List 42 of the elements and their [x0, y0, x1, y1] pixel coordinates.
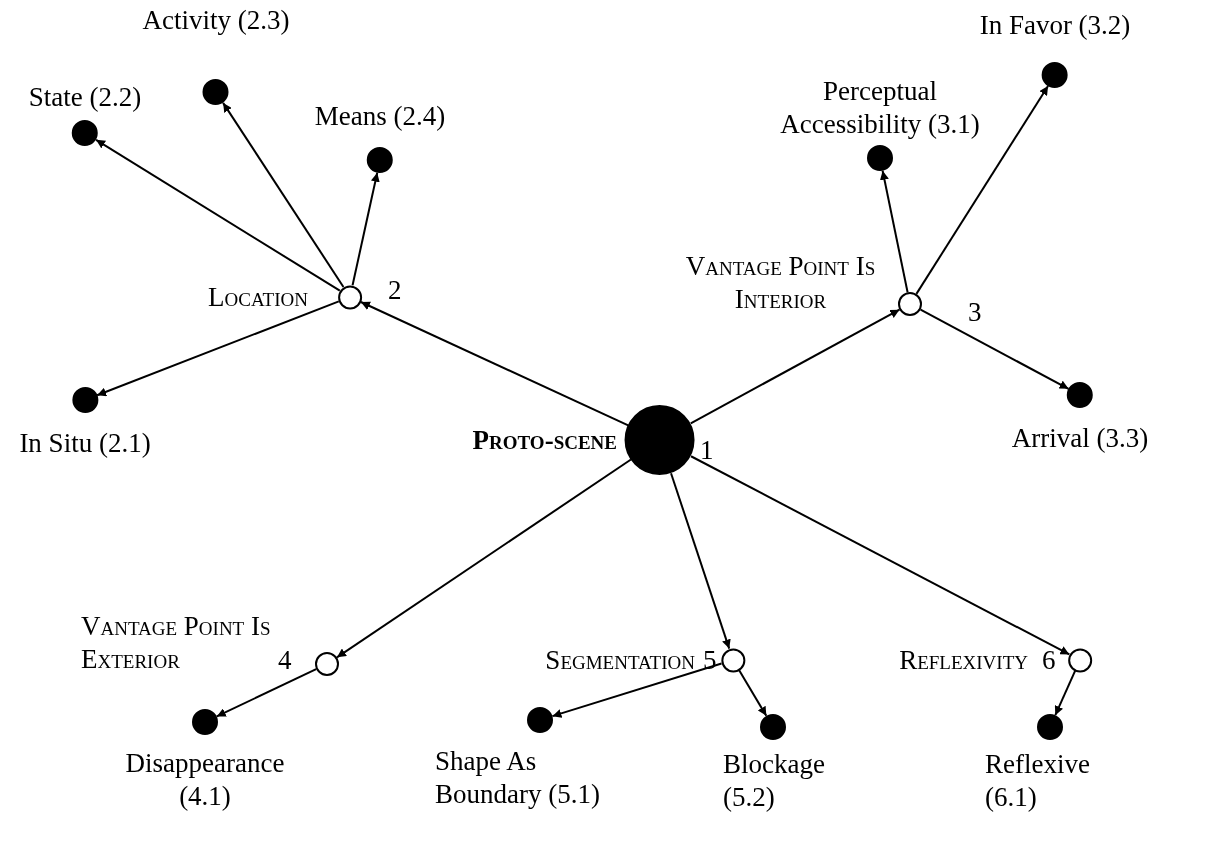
node-label: Shape As Boundary (5.1): [435, 745, 601, 811]
sense-number: 3: [968, 295, 982, 329]
node-label: Blockage (5.2): [723, 748, 823, 814]
arrow: [689, 308, 901, 425]
arrow: [335, 458, 632, 659]
sense-node: [723, 714, 823, 814]
node-label: Proto-scene: [472, 423, 617, 457]
node-label: Perceptual Accessibility (3.1): [779, 75, 981, 141]
arrow: [351, 171, 380, 287]
node-label: Reflexivity: [899, 643, 1028, 677]
node-label: Arrival (3.3): [1011, 422, 1149, 455]
node-label: In Favor (3.2): [979, 9, 1131, 42]
node-label: Activity (2.3): [142, 4, 290, 37]
node-label: In Situ (2.1): [19, 427, 151, 460]
arrow: [1054, 669, 1077, 717]
sense-number: 6: [1042, 643, 1056, 677]
node-label: Disappearance (4.1): [124, 747, 286, 813]
sense-node: [1011, 382, 1149, 455]
arrow: [215, 668, 318, 718]
node-label: Segmentation: [545, 643, 695, 677]
arrow: [738, 669, 768, 717]
sense-node: [19, 387, 151, 460]
node-label: Vantage Point Is Exterior: [81, 610, 271, 676]
sense-node: [472, 405, 695, 475]
node-label: Vantage Point Is Interior: [684, 250, 877, 316]
sense-number: 2: [388, 273, 402, 307]
node-label: Means (2.4): [314, 100, 446, 133]
sense-number: 4: [278, 643, 292, 677]
sense-number: 1: [700, 433, 714, 467]
node-label: State (2.2): [28, 81, 142, 114]
arrow: [919, 308, 1070, 390]
node-label: Location: [208, 280, 308, 314]
arrow: [359, 301, 630, 427]
arrow: [95, 138, 341, 292]
node-label: Reflexive (6.1): [985, 748, 1091, 814]
arrow: [880, 169, 909, 294]
arrow: [551, 662, 723, 718]
arrow: [690, 455, 1071, 656]
arrow: [96, 300, 340, 397]
arrow: [915, 85, 1050, 295]
arrow: [670, 472, 731, 650]
arrow: [222, 101, 345, 288]
